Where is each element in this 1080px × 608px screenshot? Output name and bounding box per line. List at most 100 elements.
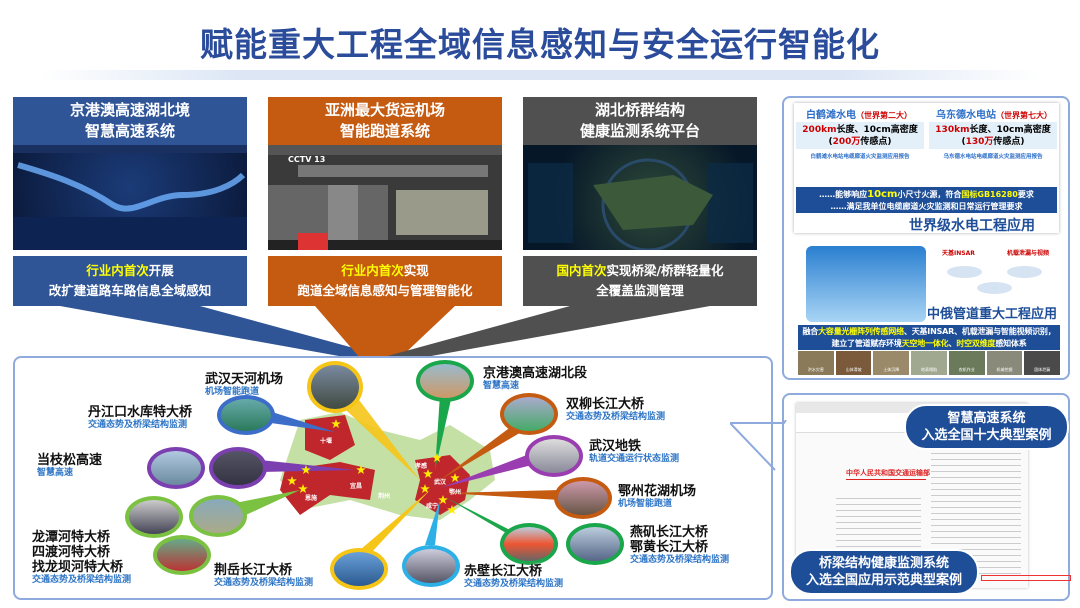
- city-label: 荆州: [378, 492, 390, 500]
- photo-ezhou-airport: [554, 477, 612, 519]
- connector-beams: [60, 306, 710, 358]
- item-name: 鄂黄长江大桥: [630, 540, 709, 555]
- item-name: 荆岳长江大桥: [214, 563, 293, 578]
- hubei-map: 十堰 宜昌 恩施 荆州 孝感 武汉 鄂州 咸宁: [225, 375, 560, 556]
- stat-value: 130万: [965, 137, 994, 147]
- map-item-chibi: 赤壁长江大桥交通态势及桥梁结构监测: [464, 564, 563, 590]
- diagram-label: 机载泄漏与视频: [1007, 250, 1050, 257]
- badge-line2: 入选全国十大典型案例: [921, 428, 1052, 443]
- bridge-monitoring-screenshot: [523, 145, 757, 250]
- hazard-photo: 洪水灾害: [798, 351, 834, 375]
- item-desc: 智慧高速: [37, 468, 74, 478]
- title-underline: [40, 70, 1040, 80]
- desc-text: 、天基INSAR、机载泄漏与智能视频识别，: [903, 327, 1056, 336]
- req-highlight: 国标GB16280: [961, 190, 1018, 199]
- caption-text: 开展: [148, 263, 174, 278]
- stat-value: 200万: [832, 137, 861, 147]
- diagram-label: 天基INSAR: [942, 250, 975, 257]
- desc-text: 建立了管道赋存环境: [831, 339, 902, 348]
- map-item-shuangliu: 双柳长江大桥交通态势及桥梁结构监测: [566, 397, 665, 423]
- pipeline-description: 融合大容量光栅阵列传感网络、天基INSAR、机载泄漏与智能视频识别，建立了管道赋…: [798, 325, 1060, 350]
- stat-value: 130km: [935, 125, 970, 135]
- panel-title: 湖北桥群结构健康监测系统平台: [523, 97, 757, 145]
- hazard-photo: 固体泄漏: [1024, 351, 1061, 375]
- panel-title-line2: 智慧高速系统: [84, 122, 175, 140]
- city-label: 咸宁: [426, 502, 438, 510]
- item-name: 双柳长江大桥: [566, 397, 645, 412]
- hydro-name: 乌东德水电站: [936, 110, 996, 121]
- panel-title: 京港澳高速湖北境智慧高速系统: [13, 97, 247, 145]
- caption-text: 实现桥梁/桥群轻量化: [606, 263, 724, 278]
- map-item-yanji-ehuang: 燕矶长江大桥鄂黄长江大桥交通态势及桥梁结构监测: [630, 525, 729, 566]
- caption-line2: 改扩建道路车路信息全域感知: [48, 283, 212, 298]
- item-name: 龙潭河特大桥: [32, 530, 111, 545]
- photo-jingyue-bridge: [330, 548, 388, 590]
- baihetan-stats: 200km长度、10cm高密度(200万传感点): [796, 122, 924, 149]
- item-name: 四渡河特大桥: [32, 545, 111, 560]
- caption-line2: 跑道全域信息感知与管理智能化: [297, 283, 473, 298]
- caption-text: 实现: [403, 263, 429, 278]
- hazard-photo: 机械挖掘: [986, 351, 1023, 375]
- city-label: 十堰: [320, 437, 332, 445]
- item-name: 找龙坝河特大桥: [32, 560, 124, 575]
- baihetan-title: 白鹤滩水电（世界第二大）: [794, 106, 924, 121]
- city-label: 恩施: [305, 494, 317, 502]
- item-name: 武汉地铁: [589, 439, 642, 454]
- hazard-photo: 土体沉降: [873, 351, 910, 375]
- item-desc: 智慧高速: [483, 381, 520, 391]
- city-label: 武汉: [434, 478, 447, 486]
- photo-siduhe-bridge: [189, 495, 247, 537]
- hazard-photo: 山体滑坡: [835, 351, 872, 375]
- map-item-tianhe: 武汉天河机场机场智能跑道: [205, 372, 283, 398]
- item-desc: 机场智能跑道: [205, 387, 260, 397]
- cctv-logo: CCTV 13: [288, 155, 326, 164]
- wudongde-title: 乌东德水电站（世界第七大）: [929, 106, 1059, 121]
- panel-title-line1: 湖北桥群结构: [594, 101, 685, 119]
- map-item-jinggangao: 京港澳高速湖北段智慧高速: [483, 366, 587, 392]
- hydro-name: 白鹤滩水电: [806, 110, 856, 121]
- desc-highlight: 大容量光栅阵列传感网络: [818, 327, 904, 336]
- photo-dangzhisong-2: [209, 447, 267, 489]
- desc-text: 感知体系: [995, 339, 1027, 348]
- pipeline-caption: 中俄管道重大工程应用: [927, 307, 1058, 322]
- panel-caption: 行业内首次开展改扩建道路车路信息全域感知: [13, 256, 247, 306]
- item-desc: 交通态势及桥梁结构监测: [214, 578, 314, 588]
- req-highlight: 10cm: [867, 189, 898, 200]
- document-header: 中华人民共和国交通运输部: [846, 469, 930, 477]
- photo-wuhan-metro: [525, 435, 583, 477]
- item-name: 燕矶长江大桥: [630, 525, 709, 540]
- item-name: 武汉天河机场: [205, 372, 284, 387]
- photo-danjiangkou-bridge: [217, 395, 275, 435]
- panel-title-line2: 智能跑道系统: [339, 122, 430, 140]
- map-item-longtan-group: 龙潭河特大桥四渡河特大桥找龙坝河特大桥交通态势及桥梁结构监测: [32, 530, 131, 586]
- wudongde-stats: 130km长度、10cm高密度(130万传感点): [929, 122, 1057, 149]
- city-label: 宜昌: [350, 482, 362, 490]
- map-item-jingyue: 荆岳长江大桥交通态势及桥梁结构监测: [214, 563, 313, 589]
- photo-chibi-bridge: [402, 545, 460, 587]
- map-item-wuhan-metro: 武汉地铁轨道交通运行状态监测: [589, 439, 679, 465]
- hydro-card: 白鹤滩水电（世界第二大） 乌东德水电站（世界第七大） 200km长度、10cm高…: [794, 103, 1059, 234]
- req-text: 小尺寸火源，符合: [897, 190, 962, 199]
- stat-text: 传感点: [993, 137, 1021, 147]
- item-desc: 交通态势及桥梁结构监测: [464, 579, 564, 589]
- stat-text: 长度、10cm高密度: [836, 125, 918, 135]
- badge-line2: 入选全国应用示范典型案例: [805, 573, 962, 588]
- city-label: 孝感: [414, 462, 427, 470]
- photo-ehuang-bridge: [566, 523, 624, 565]
- caption-highlight: 行业内首次: [341, 263, 404, 278]
- beam-3: [380, 306, 710, 358]
- panel-bridges: 湖北桥群结构健康监测系统平台 国内首次实现桥梁/桥群轻量化全覆盖监测管理: [523, 97, 757, 306]
- hydro-rank: （世界第七大）: [996, 111, 1052, 120]
- region-yichang-enshi: [280, 462, 375, 515]
- panel-title-line1: 亚洲最大货运机场: [324, 101, 445, 119]
- report-title: 乌东德水电站电缆廊道火灾监测应用报告: [943, 154, 1043, 160]
- item-name: 当枝松高速: [37, 453, 103, 468]
- hazard-photo: 农机作业: [948, 351, 985, 375]
- item-name: 赤壁长江大桥: [464, 564, 543, 579]
- hydro-caption: 世界级水电工程应用: [909, 218, 1035, 234]
- badge-line1: 桥梁结构健康监测系统: [818, 556, 949, 571]
- desc-highlight: 天空地一体化: [901, 339, 949, 348]
- city-label: 鄂州: [449, 488, 461, 496]
- photo-dangzhisong-1: [147, 447, 205, 489]
- awards-box: 中华人民共和国交通运输部 智慧高速系统入选全国十大典型案例 桥梁结构健康监测系统…: [782, 393, 1071, 601]
